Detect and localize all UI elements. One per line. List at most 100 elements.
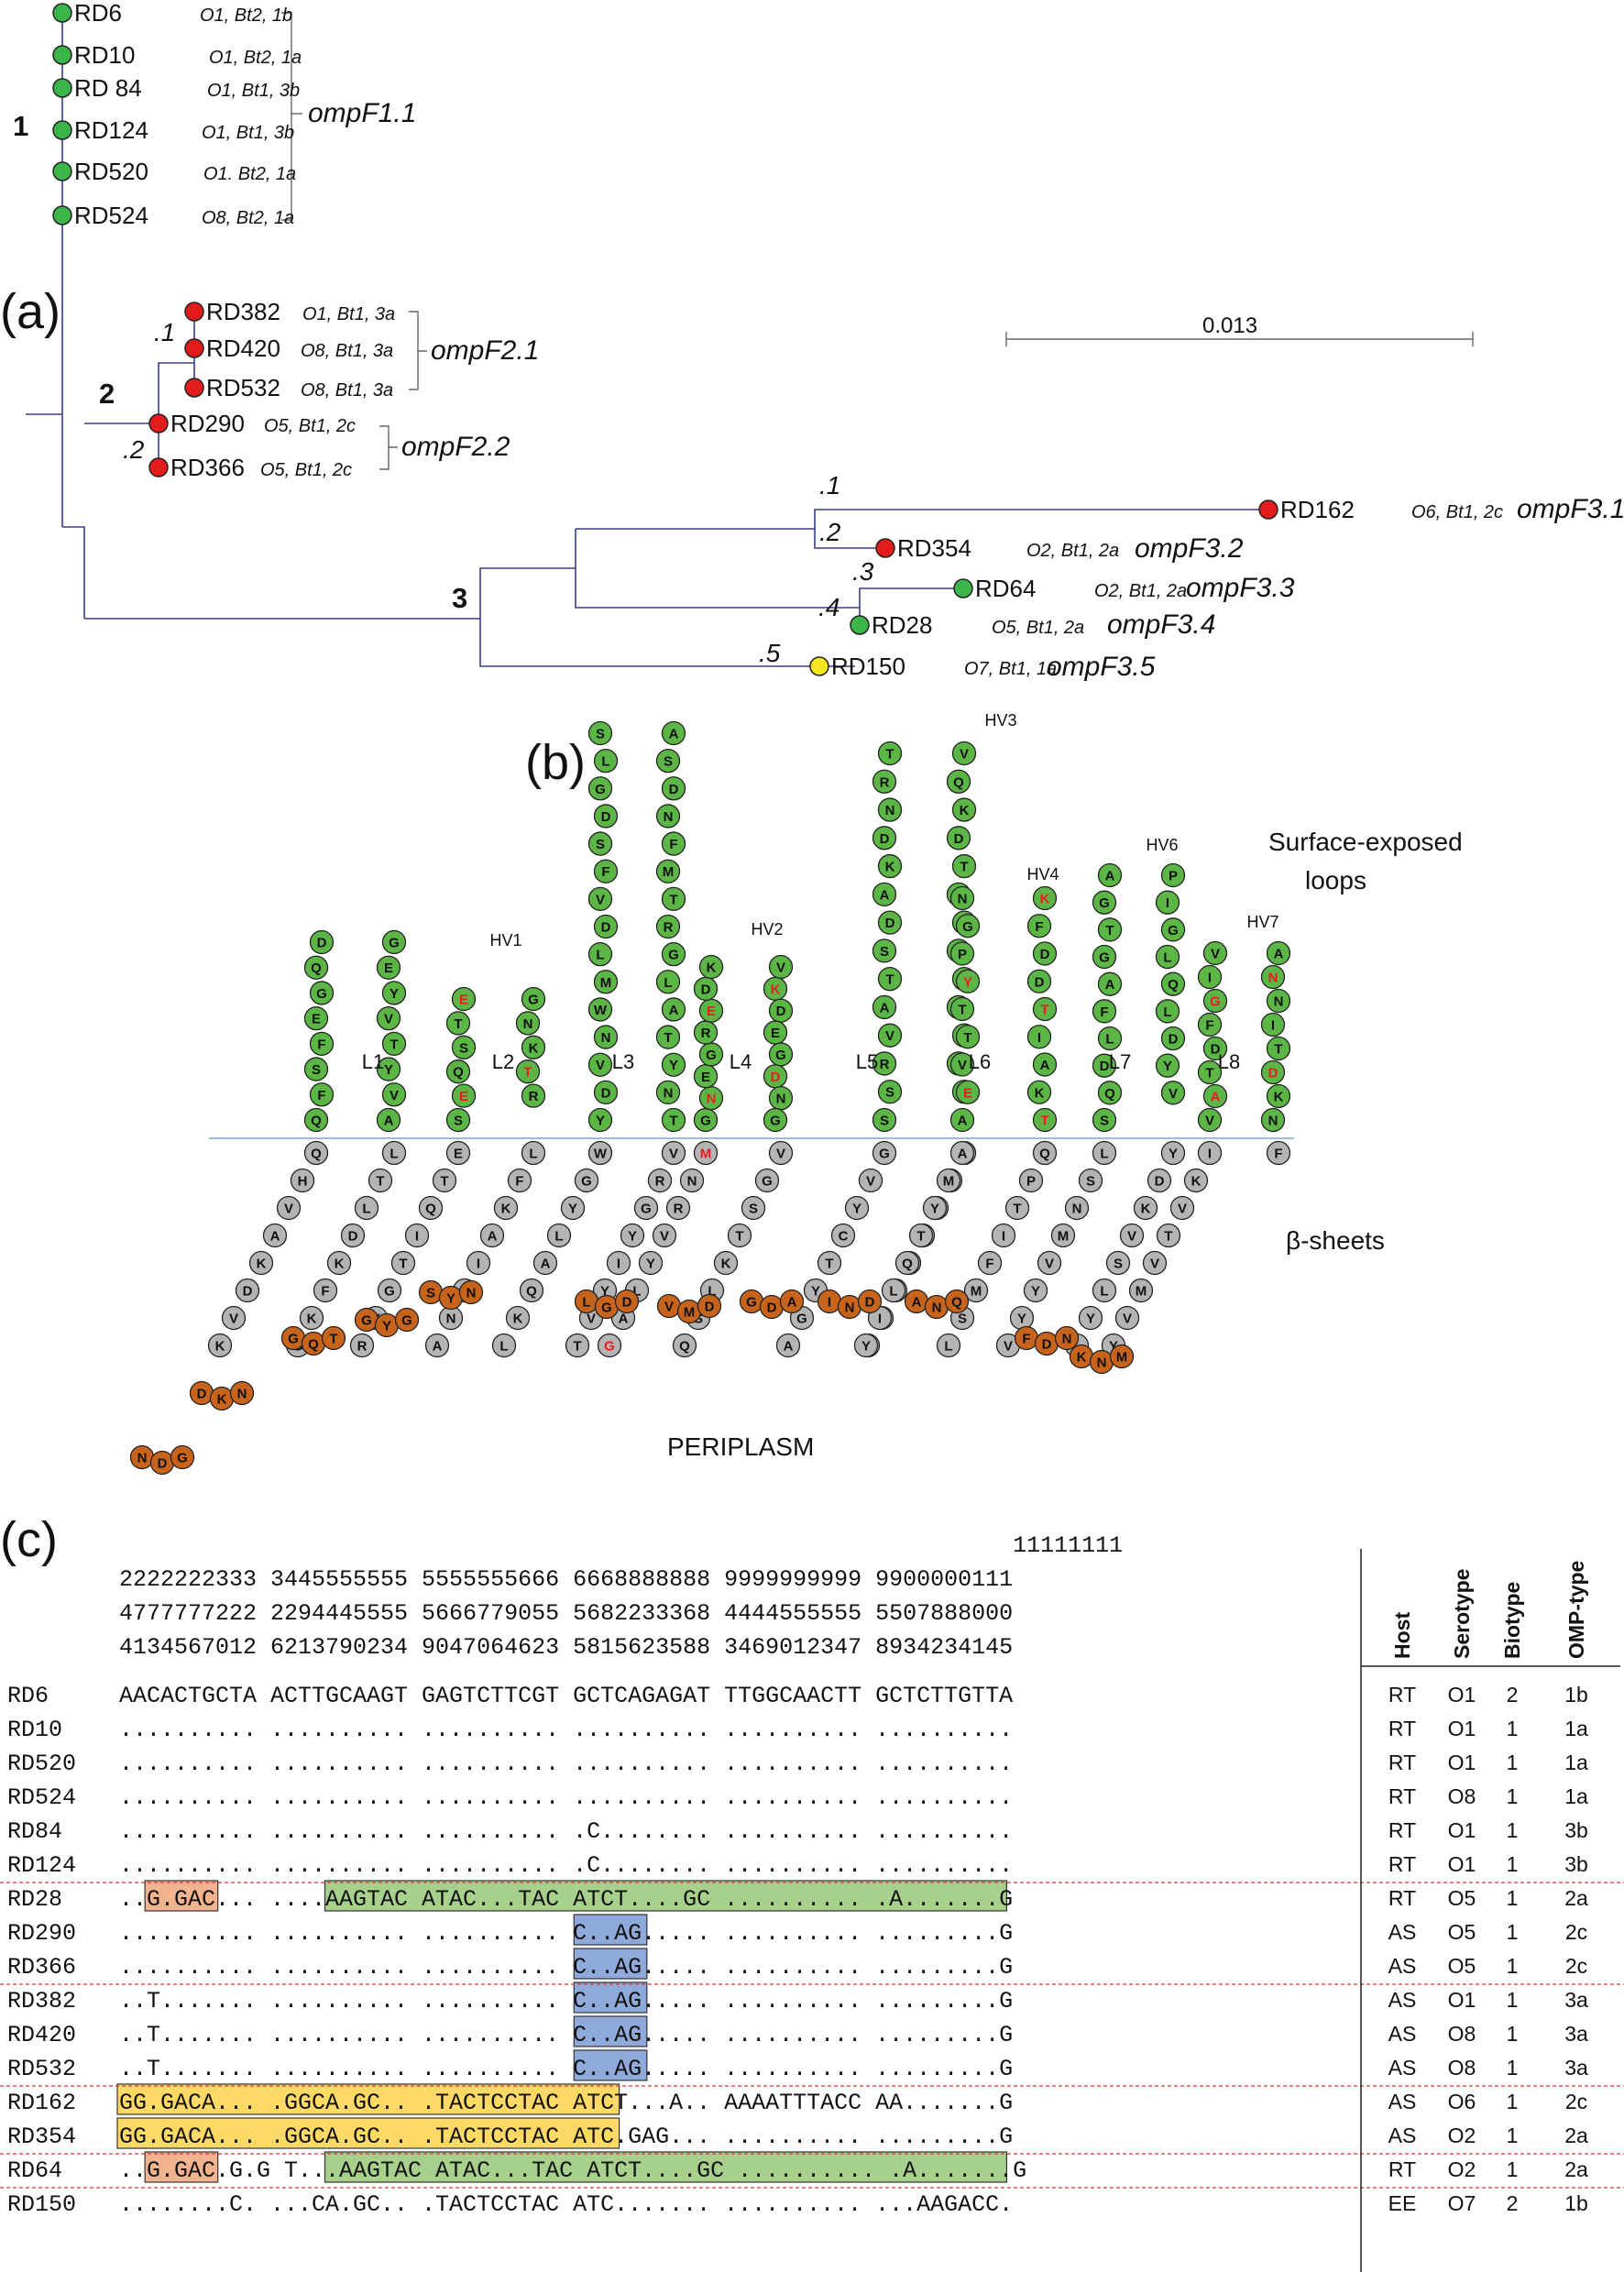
surface-residue-6-5-letter: A <box>1105 977 1115 993</box>
surface-residue-2-29-letter: T <box>669 1114 677 1129</box>
periplasm-residue-33-letter: K <box>1077 1350 1087 1366</box>
surface-residue-0-11-letter: V <box>384 1012 393 1027</box>
periplasm-residue-0-letter: N <box>137 1451 148 1466</box>
branch-clade-31 <box>576 509 1268 530</box>
beta-residue-1 <box>290 1168 315 1193</box>
omp-label-1: ompF2.1 <box>431 335 539 366</box>
beta-residue-57-letter: G <box>762 1174 773 1190</box>
leaf-name-9: RD290 <box>170 410 245 437</box>
beta-residue-100 <box>1037 1250 1062 1276</box>
surface-residue-0-0 <box>303 1107 329 1133</box>
beta-residue-60-letter: K <box>721 1257 731 1272</box>
periplasm-residue-14-letter: N <box>466 1286 477 1301</box>
surface-residue-7-3-letter: D <box>1211 1042 1221 1058</box>
leaf-meta-12: O2, Bt1, 2a <box>1026 541 1119 561</box>
beta-residue-24 <box>521 1140 546 1166</box>
surface-residue-5-6 <box>949 941 975 966</box>
periplasm-residue-8 <box>321 1325 346 1351</box>
surface-residue-3-3-letter: G <box>706 1048 717 1063</box>
table-cell-omp-5: 3b <box>1564 1852 1588 1876</box>
beta-residue-41-letter: R <box>655 1174 665 1190</box>
beta-residue-120-letter: F <box>1274 1147 1282 1162</box>
surface-residue-3-11-letter: E <box>771 1026 780 1041</box>
beta-residue-47 <box>565 1333 590 1358</box>
beta-residue-119-letter: Y <box>1109 1339 1118 1355</box>
beta-residue-34-letter: Y <box>568 1202 577 1217</box>
beta-residue-35-letter: L <box>554 1229 563 1245</box>
beta-residue-44 <box>606 1250 631 1276</box>
row-sequence-13: GG.GACA... .GGCA.GC.. .TACTCCTAC ATC.GAG… <box>119 2124 1013 2150</box>
surface-residue-4-17 <box>946 826 971 851</box>
leaf-meta-10: O5, Bt1, 2c <box>260 460 352 480</box>
table-cell-serotype-3: O8 <box>1448 1784 1476 1808</box>
beta-residue-38-letter: K <box>513 1312 523 1327</box>
surface-residue-7-0-letter: V <box>1205 1114 1214 1129</box>
table-cell-omp-15: 1b <box>1564 2191 1588 2215</box>
beta-residue-80-letter: A <box>958 1147 968 1162</box>
beta-residue-69-letter: Y <box>811 1284 820 1300</box>
table-cell-host-11: AS <box>1388 2056 1417 2080</box>
row-sequence-9: ..T....... .......... .......... C..AG..… <box>119 1988 1013 2014</box>
highlight-box-6 <box>573 2049 648 2081</box>
surface-residue-7-12-letter: T <box>1274 1042 1282 1058</box>
beta-residue-21 <box>377 1278 402 1303</box>
surface-residue-0-8-letter: G <box>389 936 400 951</box>
surface-residue-4-14-letter: V <box>960 747 969 763</box>
alignment-highlights <box>116 1880 1008 2183</box>
surface-residue-4-3-letter: V <box>885 1028 894 1044</box>
table-cell-biotype-14: 1 <box>1507 2157 1519 2181</box>
periplasm-residue-3-letter: D <box>197 1387 207 1402</box>
beta-residue-100-letter: V <box>1045 1257 1054 1272</box>
beta-residue-63 <box>672 1333 697 1358</box>
periplasm-residue-30-letter: F <box>1022 1332 1030 1347</box>
leaf-node-7 <box>184 338 204 358</box>
row-sequence-1: .......... .......... .......... .......… <box>119 1717 1013 1743</box>
row-id-10: RD420 <box>7 2022 76 2048</box>
surface-residue-7-1-letter: A <box>1211 1090 1221 1105</box>
surface-residue-0-13 <box>376 1057 401 1081</box>
beta-residue-95 <box>936 1333 961 1358</box>
surface-residue-7-12 <box>1266 1036 1291 1061</box>
table-header-3: OMP-type <box>1564 1561 1588 1659</box>
branch-to-clade-23 <box>62 526 85 619</box>
beta-residue-3-letter: A <box>270 1229 280 1245</box>
surface-residue-7-14-letter: K <box>1274 1090 1284 1105</box>
row-sequence-2: .......... .......... .......... .......… <box>119 1751 1013 1777</box>
surface-residue-7-11 <box>1260 1012 1286 1037</box>
surface-residue-3-4-letter: R <box>701 1026 711 1041</box>
leaf-name-3: RD124 <box>74 116 148 144</box>
branch-clade-33 <box>859 587 963 608</box>
table-cell-omp-1: 1a <box>1564 1717 1588 1740</box>
table-cell-biotype-8: 1 <box>1507 1954 1519 1978</box>
surface-residue-0-10 <box>381 981 407 1005</box>
table-cell-biotype-5: 1 <box>1507 1852 1519 1876</box>
table-cell-serotype-11: O8 <box>1448 2056 1476 2080</box>
table-cell-serotype-5: O1 <box>1448 1852 1476 1876</box>
surface-residue-6-13 <box>1155 944 1180 970</box>
leaf-name-13: RD64 <box>975 575 1036 602</box>
leaf-name-12: RD354 <box>897 534 971 562</box>
beta-residue-104 <box>1160 1140 1186 1166</box>
beta-residue-97 <box>1078 1168 1103 1193</box>
periplasm-residue-5-letter: N <box>237 1387 247 1402</box>
surface-residue-6-7 <box>1097 917 1123 942</box>
leaf-name-10: RD366 <box>170 454 245 481</box>
beta-residue-2 <box>276 1195 302 1221</box>
panel-label-b: (b) <box>525 735 586 790</box>
panel-label-c: (c) <box>0 1512 58 1567</box>
surface-residue-4-2-letter: R <box>880 1057 890 1072</box>
beta-residue-6-letter: V <box>229 1312 238 1327</box>
highlight-box-2 <box>573 1914 648 1946</box>
surface-residue-5-11-letter: D <box>1040 947 1050 962</box>
surface-residue-5-4 <box>949 996 975 1022</box>
beta-residue-34 <box>560 1195 586 1221</box>
beta-residue-39-letter: L <box>499 1339 508 1355</box>
surface-residue-4-6 <box>872 938 897 963</box>
omp-label-3: ompF3.1 <box>1517 494 1624 524</box>
surface-residue-3-7 <box>698 954 724 980</box>
table-cell-biotype-15: 2 <box>1507 2191 1519 2215</box>
surface-residue-0-10-letter: Y <box>390 986 399 1002</box>
table-cell-omp-12: 2c <box>1565 2090 1587 2113</box>
periplasm-residue-24-letter: I <box>828 1295 831 1311</box>
